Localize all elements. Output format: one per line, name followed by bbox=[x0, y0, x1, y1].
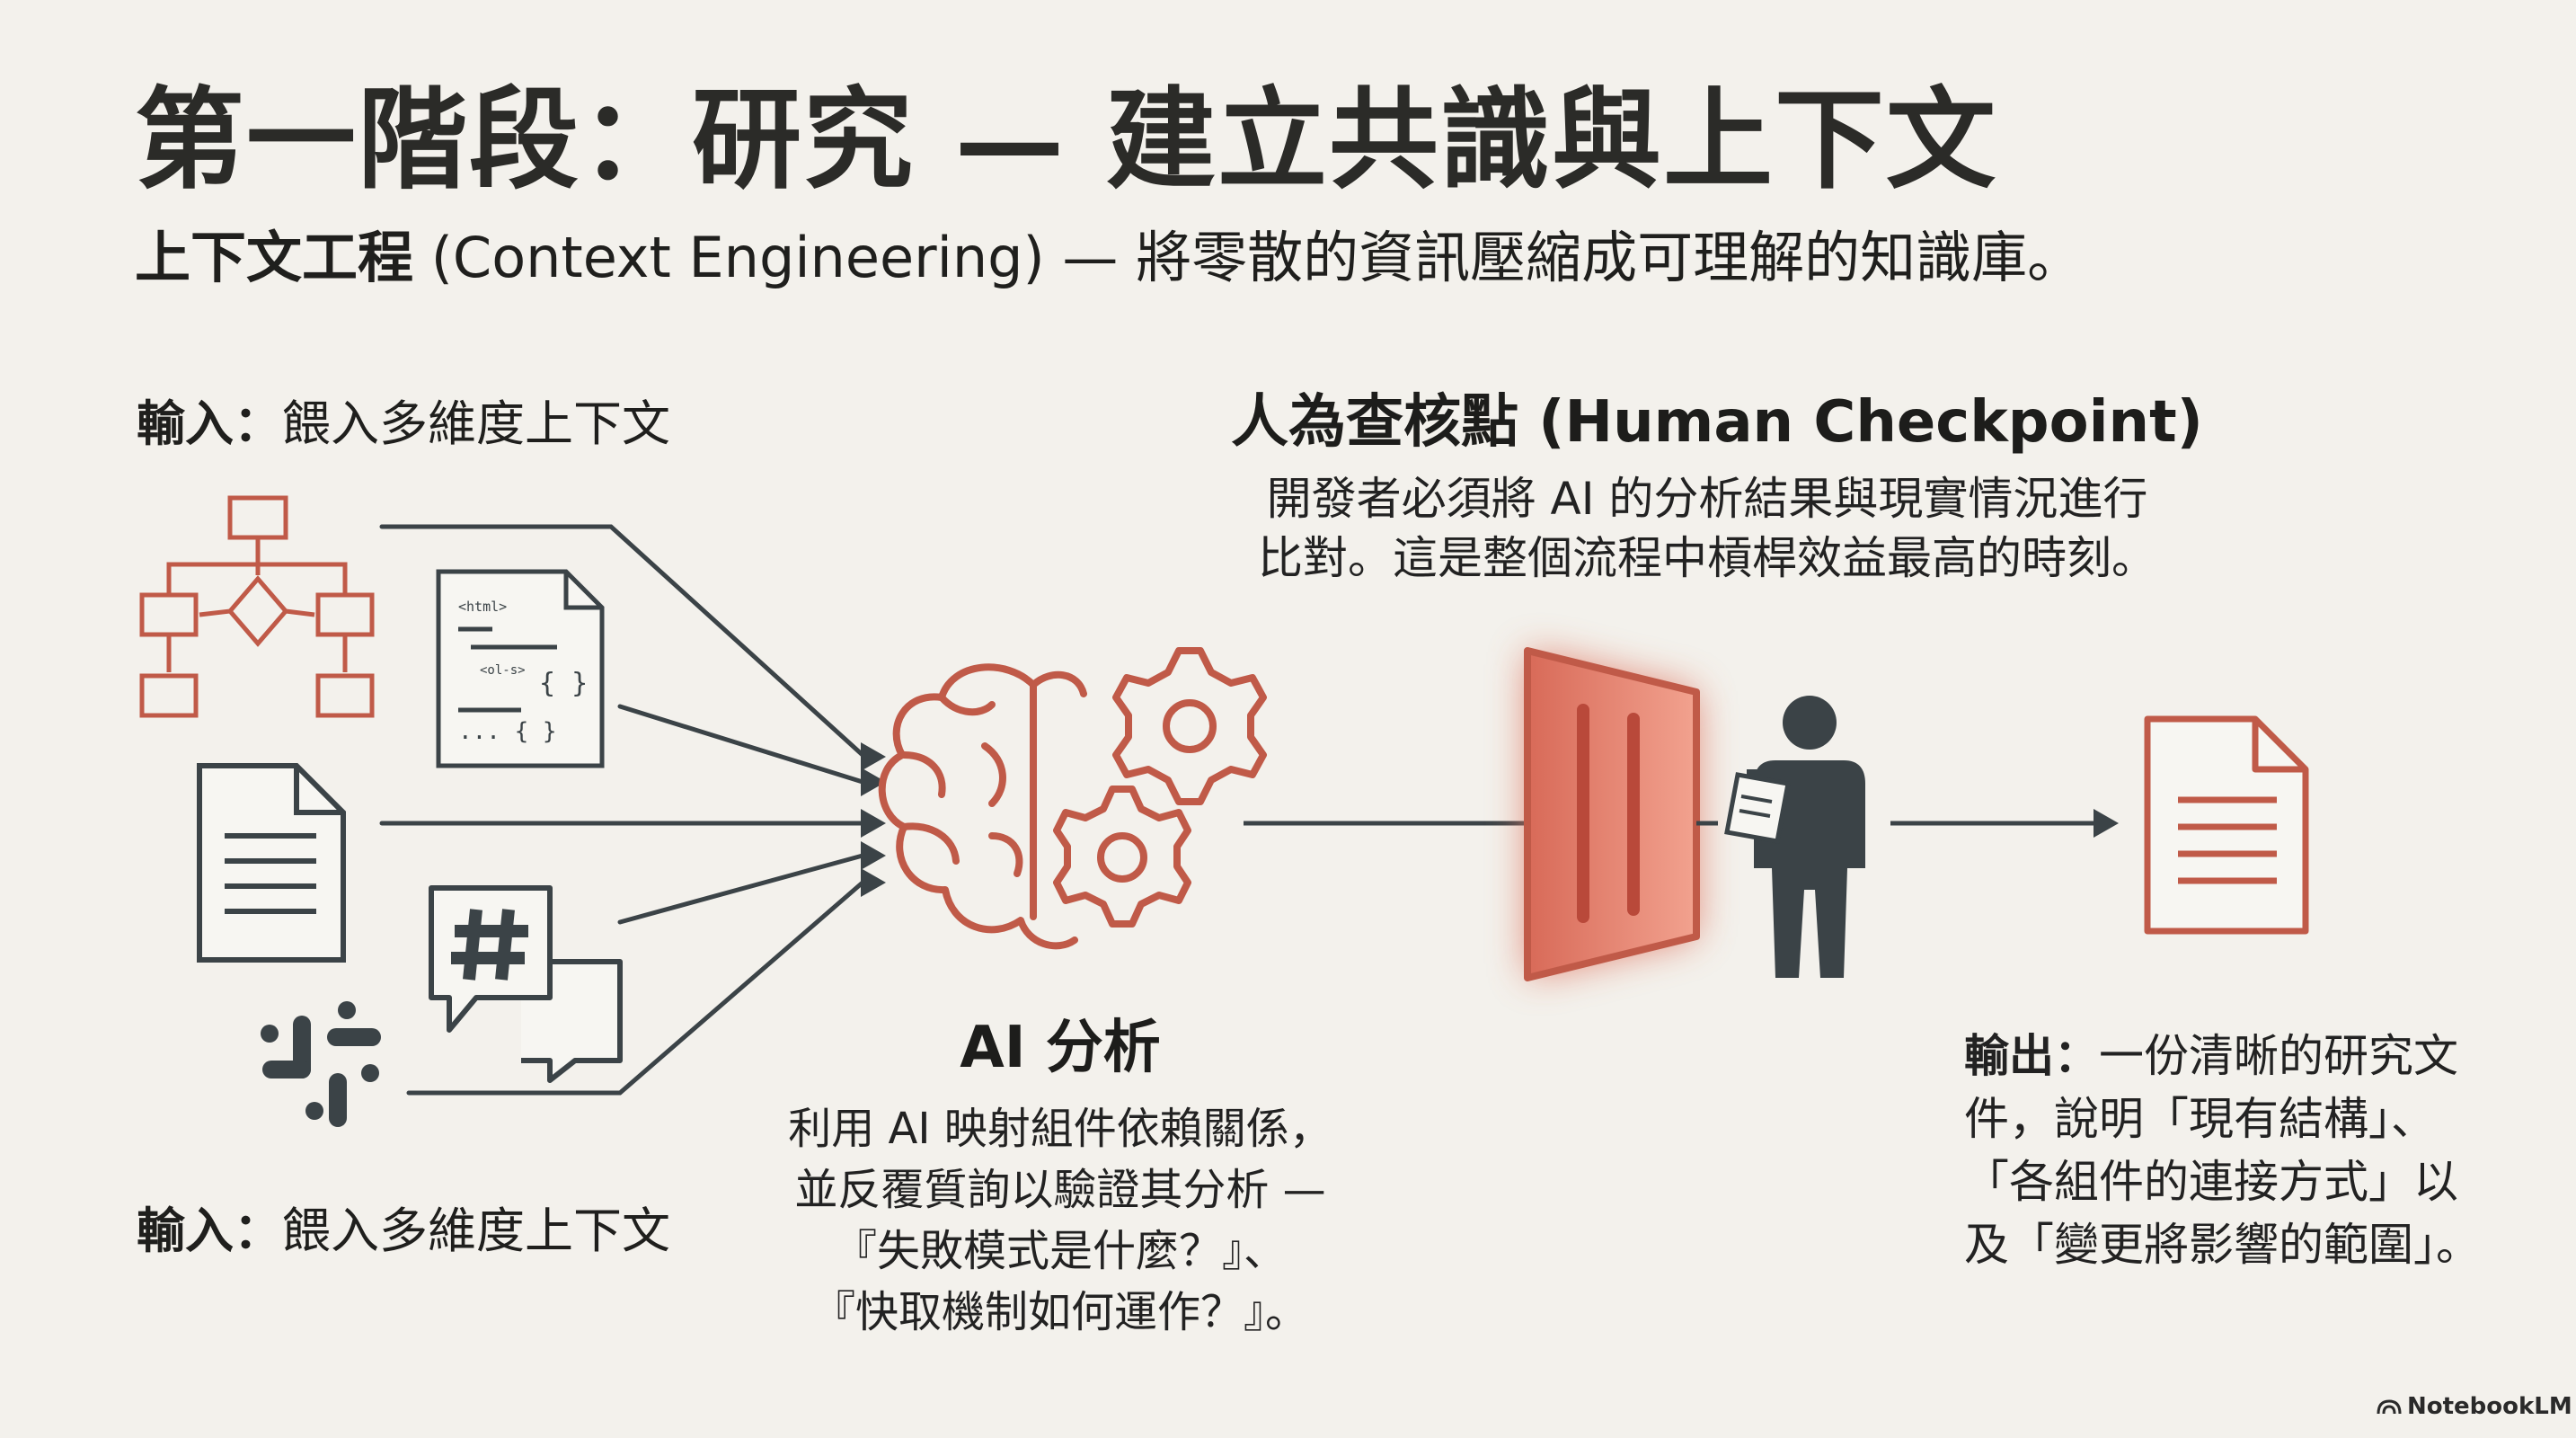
person-clipboard-icon bbox=[1724, 696, 1865, 978]
checkpoint-desc-line: 開發者必須將 AI 的分析結果與現實情況進行 bbox=[1266, 473, 2148, 525]
notebooklm-logo-icon bbox=[2377, 1399, 2402, 1415]
notebooklm-brand: NotebookLM bbox=[2377, 1395, 2572, 1418]
checkpoint-title: 人為查核點 (Human Checkpoint) bbox=[1231, 389, 2203, 456]
ai-desc-line: 『失敗模式是什麼？』、 bbox=[833, 1226, 1287, 1276]
brand-name: NotebookLM bbox=[2407, 1393, 2572, 1420]
code-line-html: <html> bbox=[458, 599, 507, 615]
code-brace: { } bbox=[539, 668, 588, 699]
ai-desc-line: 利用 AI 映射組件依賴關係， bbox=[788, 1104, 1332, 1154]
input-label-bottom-bold: 輸入： bbox=[137, 1203, 282, 1259]
output-bold: 輸出： bbox=[1964, 1030, 2099, 1082]
output-desc-line: 件，說明「現有結構」、 bbox=[1964, 1093, 2436, 1145]
input-label-top-bold: 輸入： bbox=[137, 395, 282, 452]
checkpoint-desc-line: 比對。這是整個流程中槓桿效益最高的時刻。 bbox=[1258, 532, 2156, 584]
flowchart-icon bbox=[139, 495, 375, 718]
slide-title: 第一階段：研究 — 建立共識與上下文 bbox=[135, 75, 1997, 204]
input-label-bottom: 輸入：餵入多維度上下文 bbox=[137, 1203, 670, 1261]
subtitle-bold: 上下文工程 bbox=[135, 225, 414, 290]
input-arrowheads bbox=[861, 742, 886, 897]
chat-hashtag-icon bbox=[429, 885, 623, 1083]
checkpoint-description: 開發者必須將 AI 的分析結果與現實情況進行 比對。這是整個流程中槓桿效益最高的… bbox=[1168, 469, 2246, 588]
code-brace-2: ... { } bbox=[458, 718, 557, 745]
slack-icon bbox=[261, 1001, 381, 1127]
slide-subtitle: 上下文工程 (Context Engineering) — 將零散的資訊壓縮成可… bbox=[135, 225, 2083, 291]
code-document-icon: <html> <ol-s> { } ... { } bbox=[436, 569, 605, 768]
output-line1-rest: 一份清晰的研究文 bbox=[2099, 1030, 2458, 1082]
input-label-bottom-text: 餵入多維度上下文 bbox=[282, 1203, 670, 1259]
text-document-icon bbox=[197, 763, 346, 963]
ai-desc-line: 並反覆質詢以驗證其分析 — bbox=[794, 1165, 1326, 1215]
arrow-to-output bbox=[1890, 809, 2119, 838]
ai-analysis-description: 利用 AI 映射組件依賴關係， 並反覆質詢以驗證其分析 — 『失敗模式是什麼？』… bbox=[710, 1098, 1411, 1343]
input-label-top-text: 餵入多維度上下文 bbox=[282, 395, 670, 452]
input-label-top: 輸入：餵入多維度上下文 bbox=[137, 395, 670, 454]
output-desc-line: 「各組件的連接方式」以 bbox=[1964, 1156, 2458, 1208]
output-desc-line: 及「變更將影響的範圍」。 bbox=[1964, 1219, 2481, 1271]
ai-analysis-title: AI 分析 bbox=[960, 1015, 1161, 1081]
input-connector-lines bbox=[379, 524, 865, 1096]
output-desc-line: 輸出：一份清晰的研究文 bbox=[1964, 1025, 2539, 1087]
code-line-ols: <ol-s> bbox=[480, 663, 526, 678]
output-document-icon bbox=[2144, 715, 2309, 935]
brain-gears-icon bbox=[878, 647, 1267, 950]
checkpoint-gate-icon bbox=[1524, 647, 1700, 981]
output-description: 輸出：一份清晰的研究文 件，說明「現有結構」、 「各組件的連接方式」以 及「變更… bbox=[1964, 1025, 2539, 1276]
ai-desc-line: 『快取機制如何運作？』。 bbox=[811, 1287, 1308, 1337]
subtitle-rest: (Context Engineering) — 將零散的資訊壓縮成可理解的知識庫… bbox=[413, 225, 2084, 290]
